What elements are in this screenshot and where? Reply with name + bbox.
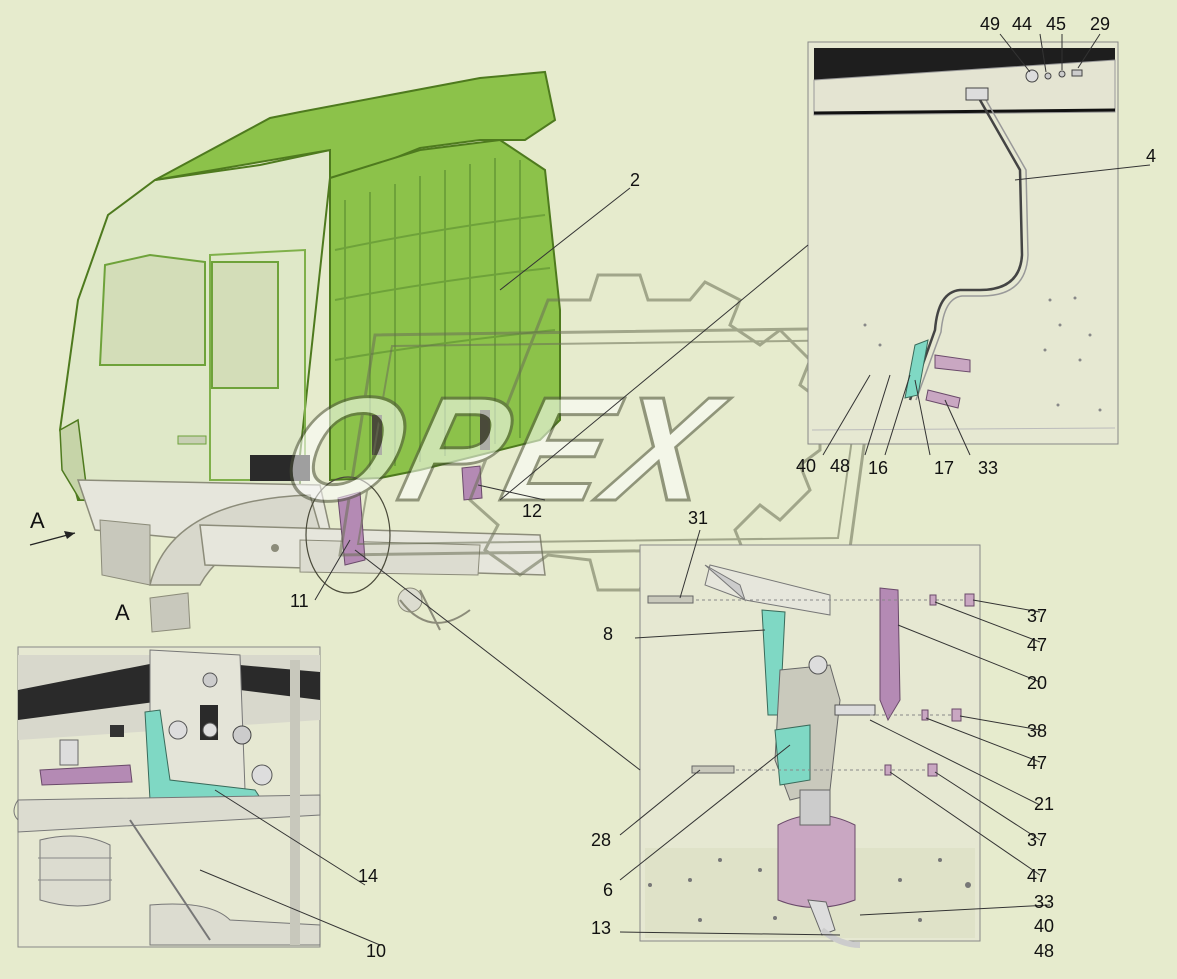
callout-47-c: 47 — [1027, 866, 1047, 886]
detail-view-top-right — [807, 41, 1119, 445]
callout-21: 21 — [1034, 794, 1054, 814]
callout-8: 8 — [603, 624, 613, 644]
callout-49: 49 — [980, 14, 1000, 34]
callout-45: 45 — [1046, 14, 1066, 34]
callout-33-bottom: 33 — [1034, 892, 1054, 912]
callout-38: 38 — [1027, 721, 1047, 741]
callout-40-bottom: 40 — [1034, 916, 1054, 936]
cab-side-window — [98, 253, 206, 366]
cab-door-window — [211, 261, 279, 389]
callout-20: 20 — [1027, 673, 1047, 693]
callout-4: 4 — [1146, 146, 1156, 166]
callout-6: 6 — [603, 880, 613, 900]
view-arrow-letter: A — [30, 508, 45, 533]
view-arrow — [29, 531, 76, 546]
callout-48-top: 48 — [830, 456, 850, 476]
truck-cab — [58, 70, 561, 633]
callout-28: 28 — [591, 830, 611, 850]
callout-2: 2 — [630, 170, 640, 190]
mudflap-step — [149, 592, 191, 633]
callout-16: 16 — [868, 458, 888, 478]
callout-47-b: 47 — [1027, 753, 1047, 773]
callout-47-a: 47 — [1027, 635, 1047, 655]
callout-29: 29 — [1090, 14, 1110, 34]
detail-view-bottom-right — [639, 544, 981, 948]
cover-20 — [879, 587, 901, 722]
release-rod — [908, 99, 1024, 401]
view-letter: A — [115, 600, 130, 625]
watermark-gear — [468, 273, 822, 592]
watermark-logo: OPEX — [266, 273, 882, 592]
callout-10: 10 — [366, 941, 386, 961]
cylinder — [777, 814, 856, 908]
callout-40-top: 40 — [796, 456, 816, 476]
callout-48-bottom: 48 — [1034, 941, 1054, 961]
callout-labels: 2 4 49 44 45 29 40 48 16 17 33 12 11 31 … — [290, 14, 1156, 961]
callout-31: 31 — [688, 508, 708, 528]
lock-bracket-12 — [461, 465, 483, 501]
callout-13: 13 — [591, 918, 611, 938]
step-plate — [250, 455, 310, 481]
callout-37-b: 37 — [1027, 830, 1047, 850]
leader-lines — [199, 33, 1151, 946]
callout-33-top: 33 — [978, 458, 998, 478]
chassis-frame — [199, 524, 546, 631]
detail-view-bottom-left — [13, 646, 321, 948]
detail-circle — [305, 476, 391, 594]
callout-12: 12 — [522, 501, 542, 521]
watermark-text: OPEX — [267, 366, 739, 531]
callout-11: 11 — [290, 591, 309, 611]
callout-17: 17 — [934, 458, 954, 478]
mudflap-front — [99, 519, 151, 586]
callout-44: 44 — [1012, 14, 1032, 34]
callout-37-a: 37 — [1027, 606, 1047, 626]
door-handle — [177, 435, 207, 445]
callout-14: 14 — [358, 866, 378, 886]
